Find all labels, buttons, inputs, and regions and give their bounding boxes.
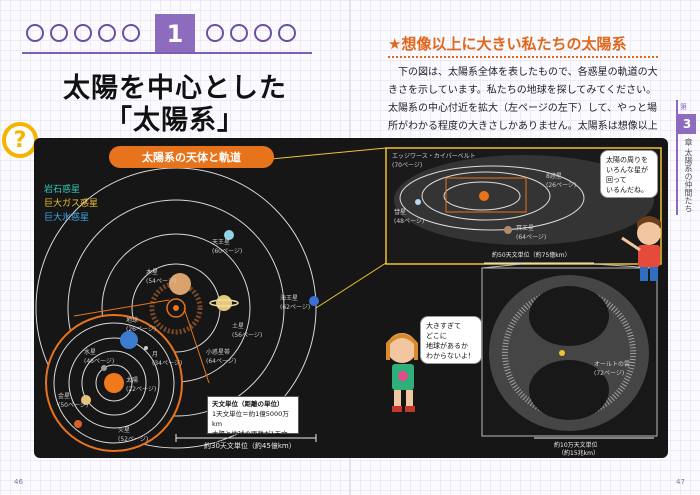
question-mark-icon: ? bbox=[2, 122, 38, 158]
chapter-side-tab bbox=[676, 100, 700, 215]
neptune bbox=[309, 296, 319, 306]
oort-lobe-bottom bbox=[529, 360, 609, 420]
earth bbox=[120, 331, 138, 349]
label-saturn: 土星 (56ページ) bbox=[232, 323, 263, 339]
diagram-title: 太陽系の天体と軌道 bbox=[109, 146, 274, 168]
side-tab-text: 章 太陽系の仲間たち bbox=[684, 138, 693, 213]
kuiper-inner-zoom bbox=[445, 177, 527, 213]
label-pluto: 冥王星 (64ページ) bbox=[516, 225, 547, 241]
sun bbox=[104, 373, 124, 393]
alien-icon bbox=[50, 24, 68, 42]
oort-cloud-shell bbox=[489, 275, 649, 431]
au-unit-line1: 1天文単位＝約1億5000万km bbox=[212, 410, 289, 428]
oort-distance-line1: 約10万天文単位 bbox=[554, 442, 598, 449]
label-jupiter: 木星 (54ページ) bbox=[146, 269, 177, 285]
label-asteroids: 小惑星帯 (64ページ) bbox=[206, 349, 237, 365]
earth-orbit bbox=[68, 337, 160, 429]
label-moon: 月 (34ページ) bbox=[152, 351, 183, 367]
uranus bbox=[224, 230, 234, 240]
page-number-left: 46 bbox=[14, 478, 23, 486]
page-title-line1: 太陽を中心とした bbox=[63, 73, 287, 104]
solar-system-diagram: 太陽系の天体と軌道 岩石惑星 巨大ガス惑星 巨大氷惑星 地球 (26ページ) 水… bbox=[34, 138, 668, 458]
comet bbox=[415, 199, 421, 205]
label-earth: 地球 (26ページ) bbox=[126, 317, 157, 333]
saturn-icon bbox=[278, 24, 296, 42]
mini-sun bbox=[173, 305, 179, 311]
au-unit-heading: 天文単位（距離の単位） bbox=[212, 400, 284, 408]
zoom-line-oort-left bbox=[481, 263, 523, 269]
boy-character bbox=[621, 216, 661, 281]
girl-character bbox=[386, 333, 418, 412]
section-heading: ★想像以上に大きい私たちの太陽系 bbox=[388, 35, 627, 53]
label-venus: 金星 (50ページ) bbox=[58, 393, 89, 409]
inner-orbit-ring bbox=[166, 298, 186, 318]
oort-cloud-inner bbox=[502, 288, 636, 418]
label-kuiper-belt: エッジワース・カイパーベルト (70ページ) bbox=[392, 153, 476, 169]
au-unit-line2: 太陽と地球の距離が1天文単位 bbox=[212, 430, 288, 448]
gear-icon bbox=[98, 24, 116, 42]
saturn bbox=[216, 295, 232, 311]
kuiper-orbit-mid bbox=[421, 171, 551, 221]
label-uranus: 天王星 (60ページ) bbox=[212, 239, 243, 255]
saturn-ring bbox=[209, 299, 239, 307]
oort-distance-line2: （約15兆km） bbox=[558, 450, 599, 457]
label-comet: 彗星 (48ページ) bbox=[394, 209, 425, 225]
zoom-line-top bbox=[73, 299, 170, 317]
chapter-number: 1 bbox=[155, 14, 195, 54]
mars bbox=[74, 420, 82, 428]
header-rule bbox=[22, 52, 312, 54]
legend-rocky: 岩石惑星 bbox=[44, 185, 81, 195]
rocket-icon bbox=[26, 24, 44, 42]
page-title-line2: 「太陽系」 bbox=[105, 105, 245, 136]
zoom-line-kuiper-bottom bbox=[315, 262, 387, 309]
mercury bbox=[101, 365, 107, 371]
side-tab-label: 第 bbox=[680, 103, 687, 111]
label-planets: 8惑星 (26ページ) bbox=[546, 173, 577, 189]
venus-orbit bbox=[81, 350, 147, 416]
uranus-orbit bbox=[67, 199, 285, 417]
label-mars: 火星 (52ページ) bbox=[118, 427, 149, 443]
pluto bbox=[504, 226, 512, 234]
kuiper-orbit-outer bbox=[399, 165, 585, 231]
distance-30au-label: 約30天文単位（約45億km） bbox=[204, 442, 296, 450]
mars-orbit bbox=[53, 322, 175, 444]
venus bbox=[81, 395, 91, 405]
boy-speech-bubble: 太陽の周りを いろんな星が 回って いるんだね。 bbox=[600, 150, 658, 198]
oort-center-marker bbox=[559, 350, 565, 356]
moon bbox=[144, 346, 148, 350]
jupiter bbox=[169, 273, 191, 295]
planet-icon bbox=[254, 24, 272, 42]
label-mercury: 水星 (46ページ) bbox=[84, 349, 115, 365]
kuiper-orbit-inner bbox=[443, 181, 521, 211]
legend-ice-giant: 巨大氷惑星 bbox=[44, 213, 90, 223]
label-neptune: 海王星 (62ページ) bbox=[280, 295, 311, 311]
distance-50au-label: 約50天文単位（約75億km） bbox=[492, 252, 571, 259]
zoom-line-right bbox=[183, 307, 210, 384]
section-underline bbox=[388, 54, 658, 58]
girl-speech-bubble: 大きすぎて どこに 地球があるか わからないよ！ bbox=[420, 316, 482, 364]
label-oort-cloud: オールトの雲 (72ページ) bbox=[594, 361, 631, 377]
telescope-icon bbox=[122, 24, 140, 42]
satellite-icon bbox=[206, 24, 224, 42]
au-unit-box: 天文単位（距離の単位） 1天文単位＝約1億5000万km 太陽と地球の距離が1天… bbox=[207, 396, 299, 448]
mercury-orbit bbox=[95, 364, 133, 402]
page-number-right: 47 bbox=[676, 478, 685, 486]
label-sun: 太陽 (22ページ) bbox=[126, 377, 157, 393]
oort-lobe-top bbox=[529, 286, 609, 346]
shuttle-icon bbox=[230, 24, 248, 42]
side-tab-chapter: 3 bbox=[678, 114, 696, 134]
legend-gas-giant: 巨大ガス惑星 bbox=[44, 199, 99, 209]
kuiper-center-sun bbox=[479, 191, 489, 201]
sun-icon bbox=[74, 24, 92, 42]
